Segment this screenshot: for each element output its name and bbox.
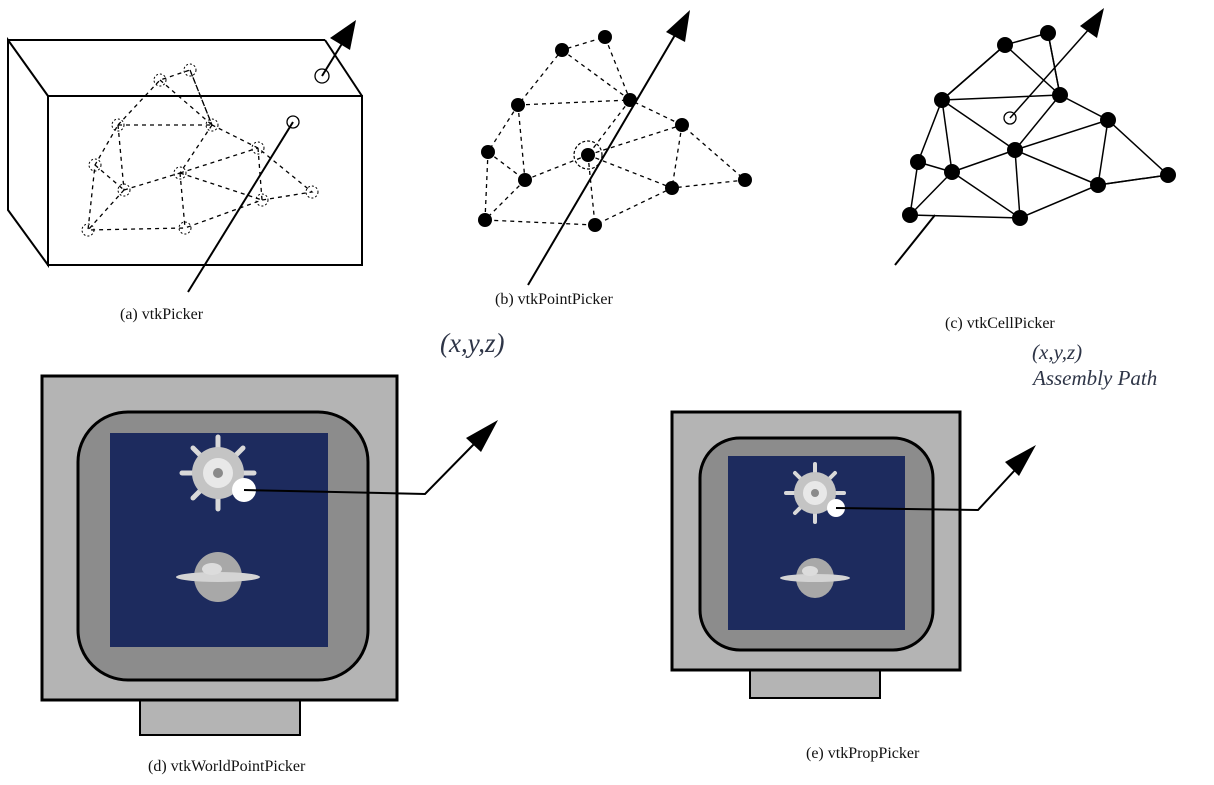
ray-arrowhead-icon: [1080, 8, 1104, 38]
panel-vtkproppicker: (x,y,z) Assembly Path (e) vtkPropPicker: [600, 330, 1214, 785]
panel-vtkworldpointpicker: (x,y,z) (d) vtkWorldPointPicker: [0, 328, 600, 785]
monitor-stand: [749, 669, 881, 699]
assembly-path-label: Assembly Path: [1033, 366, 1158, 390]
spiky-ball-actor: [179, 434, 257, 512]
ray-arrowhead-icon: [466, 420, 498, 452]
caption-vtkcellpicker: (c) vtkCellPicker: [945, 315, 1055, 332]
panel-vtkcellpicker: (c) vtkCellPicker: [880, 0, 1214, 340]
pick-ray: [894, 214, 936, 266]
prop-coordinate-label: (x,y,z): [1032, 340, 1083, 364]
vtkcellpicker-diagram: [894, 8, 1176, 266]
mesh-points: [81, 63, 319, 237]
pick-ray: [187, 121, 294, 293]
caption-vtkpointpicker: (b) vtkPointPicker: [495, 291, 613, 308]
world-coordinate-label: (x,y,z): [440, 328, 505, 358]
exit-ray: [1009, 27, 1091, 119]
world-point-ray: [243, 442, 476, 496]
vtkworldpointpicker-diagram: [40, 374, 498, 736]
vtkpointpicker-diagram: [478, 10, 752, 286]
ray-arrowhead-icon: [666, 10, 690, 42]
bounding-box: [7, 36, 363, 269]
exit-ray: [321, 41, 344, 77]
ray-arrowhead-icon: [1005, 445, 1036, 476]
dataset-mesh: [87, 69, 314, 231]
saucer-actor: [176, 552, 260, 602]
vtkpicker-diagram: [7, 20, 363, 293]
monitor-stand: [139, 699, 301, 736]
dataset-mesh: [909, 32, 1170, 219]
pick-ray: [527, 34, 676, 286]
caption-vtkproppicker: (e) vtkPropPicker: [806, 745, 920, 762]
dataset-mesh: [484, 36, 747, 226]
panel-vtkpicker: (a) vtkPicker: [0, 0, 400, 330]
mesh-points: [902, 25, 1176, 226]
caption-vtkworldpointpicker: (d) vtkWorldPointPicker: [148, 758, 306, 775]
ray-arrowhead-icon: [330, 20, 356, 50]
vtkproppicker-diagram: [670, 410, 1036, 699]
saucer-actor: [780, 558, 850, 598]
picked-point-circle-icon: [573, 140, 603, 170]
prop-pick-ray: [835, 469, 1016, 512]
mesh-points: [478, 30, 752, 232]
caption-vtkpicker: (a) vtkPicker: [120, 306, 204, 323]
panel-vtkpointpicker: (b) vtkPointPicker: [400, 0, 800, 320]
